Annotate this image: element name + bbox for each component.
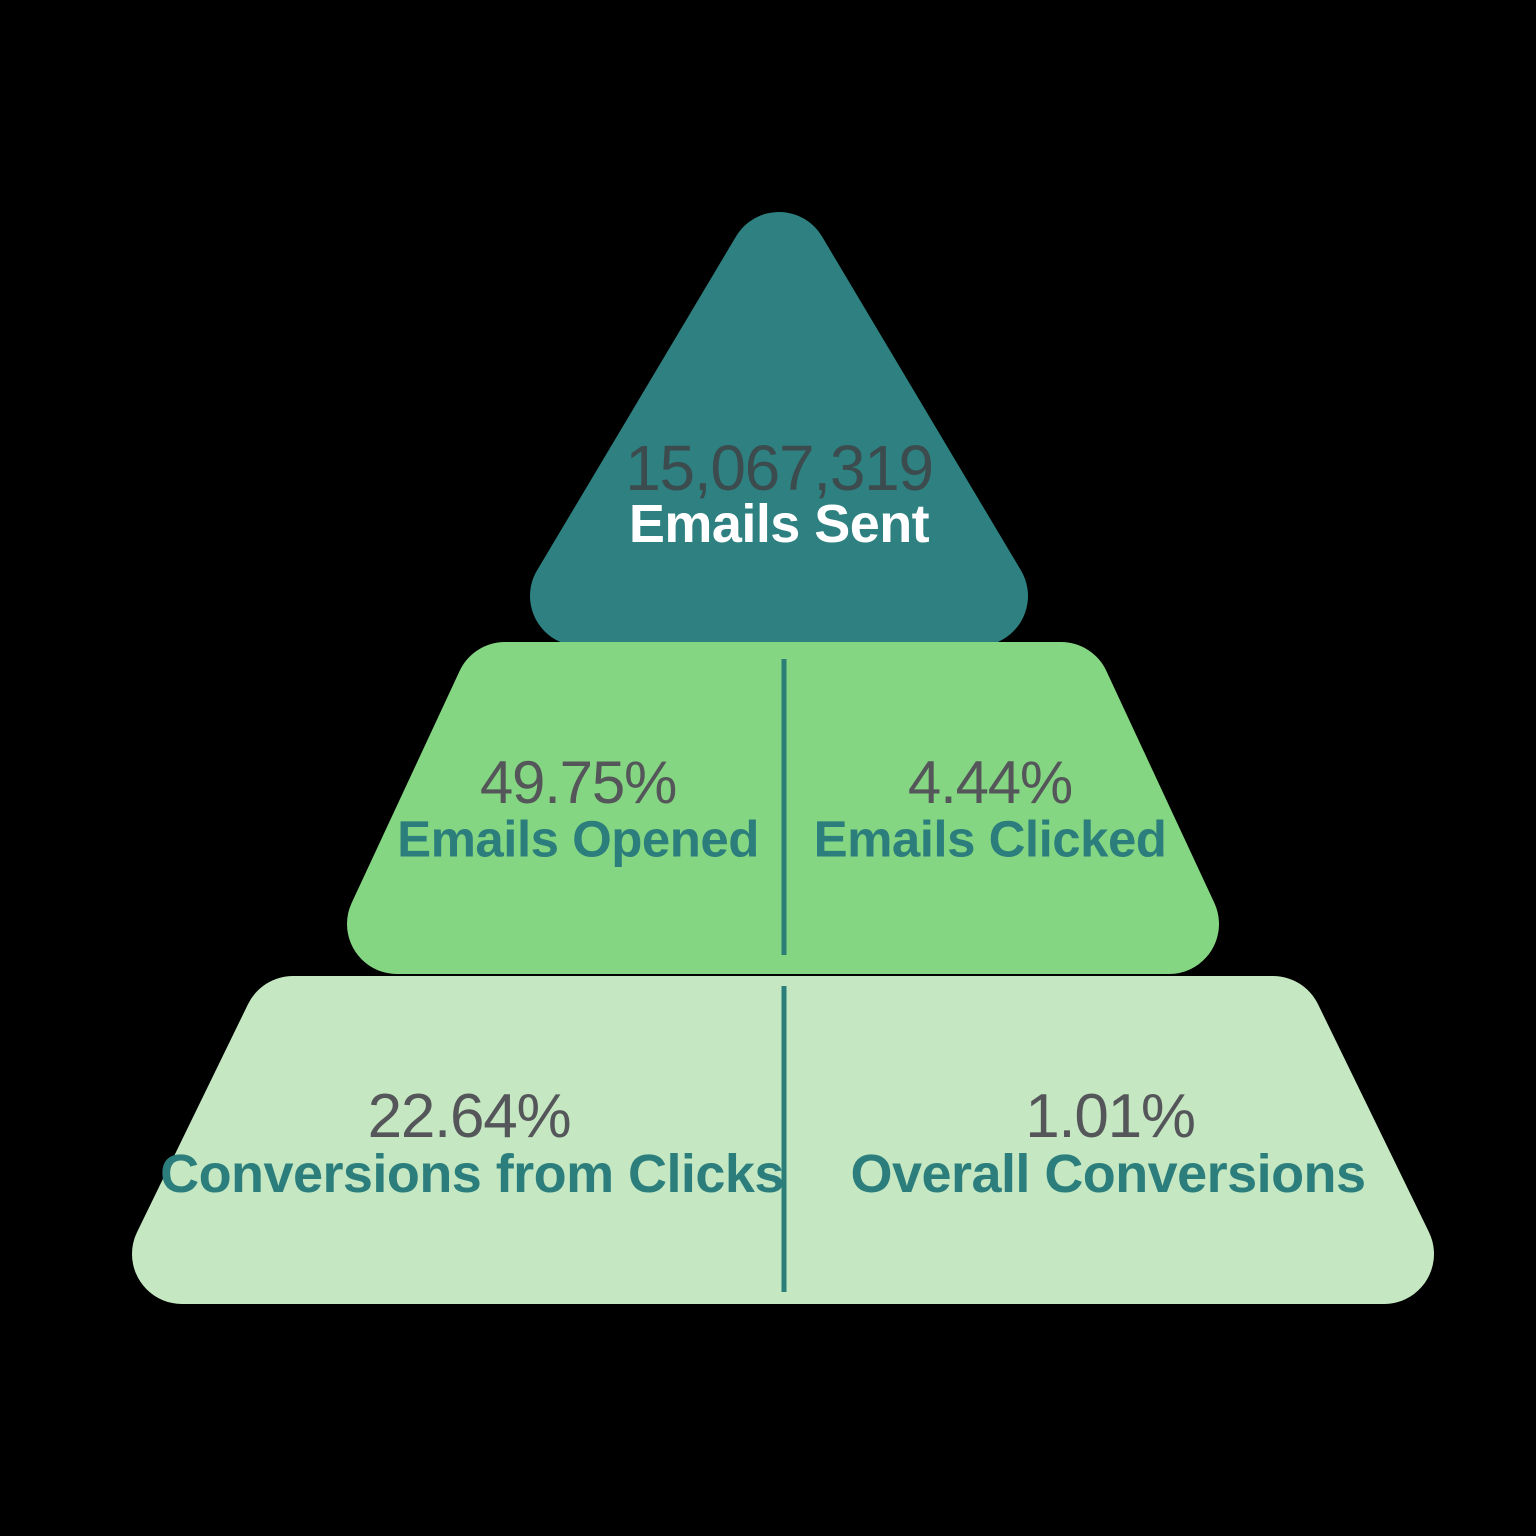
emails-sent-value: 15,067,319 xyxy=(625,432,934,504)
emails-clicked-label: Emails Clicked xyxy=(813,810,1167,868)
overall-conversions-value: 1.01% xyxy=(1025,1082,1196,1151)
emails-sent-label: Emails Sent xyxy=(628,494,930,554)
overall-conversions-label: Overall Conversions xyxy=(850,1144,1366,1204)
conversions-from-clicks-label: Conversions from Clicks xyxy=(160,1144,784,1204)
conversions-from-clicks-value: 22.64% xyxy=(367,1082,572,1151)
emails-opened-label: Emails Opened xyxy=(397,810,759,868)
emails-clicked-value: 4.44% xyxy=(907,749,1073,816)
emails-opened-value: 49.75% xyxy=(479,749,677,816)
tier1-emails-sent-triangle xyxy=(530,212,1028,646)
